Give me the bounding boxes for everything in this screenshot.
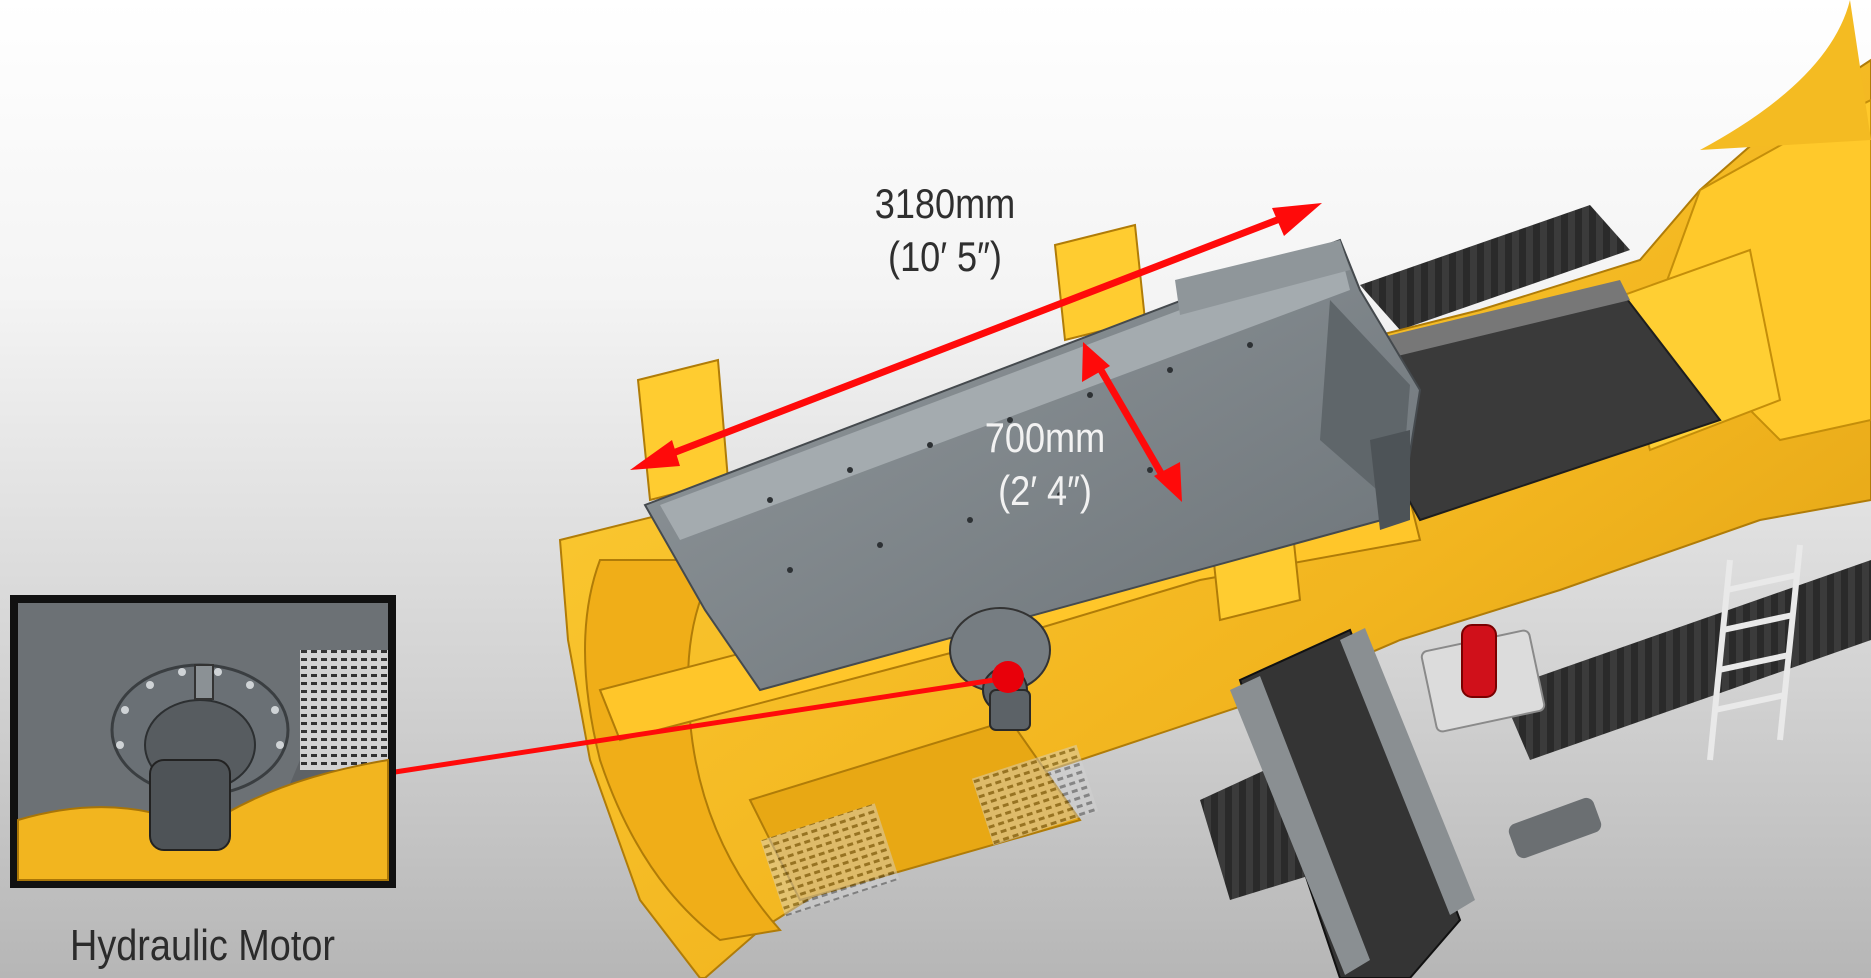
width-metric: 700mm: [984, 414, 1106, 461]
width-dimension-label: 700mm (2′ 4″): [950, 412, 1139, 517]
width-imperial: (2′ 4″): [998, 466, 1092, 514]
width-dimension-arrow: [1082, 342, 1182, 502]
vibrating-feeder: [643, 238, 1422, 731]
motor-callout-line: [394, 661, 1024, 775]
hydraulic-motor-inset: [10, 595, 396, 888]
side-conveyor: [1230, 628, 1602, 978]
access-ladder: [1707, 544, 1803, 761]
length-dimension-arrow: [630, 203, 1322, 470]
red-hydraulic-unit: [1420, 624, 1546, 733]
inset-caption: Hydraulic Motor: [70, 921, 335, 970]
motor-callout-dot: [992, 661, 1024, 693]
length-metric: 3180mm: [874, 180, 1016, 227]
main-conveyor: [1328, 280, 1722, 522]
length-imperial: (10′ 5″): [888, 232, 1002, 280]
length-dimension-label: 3180mm (10′ 5″): [838, 178, 1053, 283]
